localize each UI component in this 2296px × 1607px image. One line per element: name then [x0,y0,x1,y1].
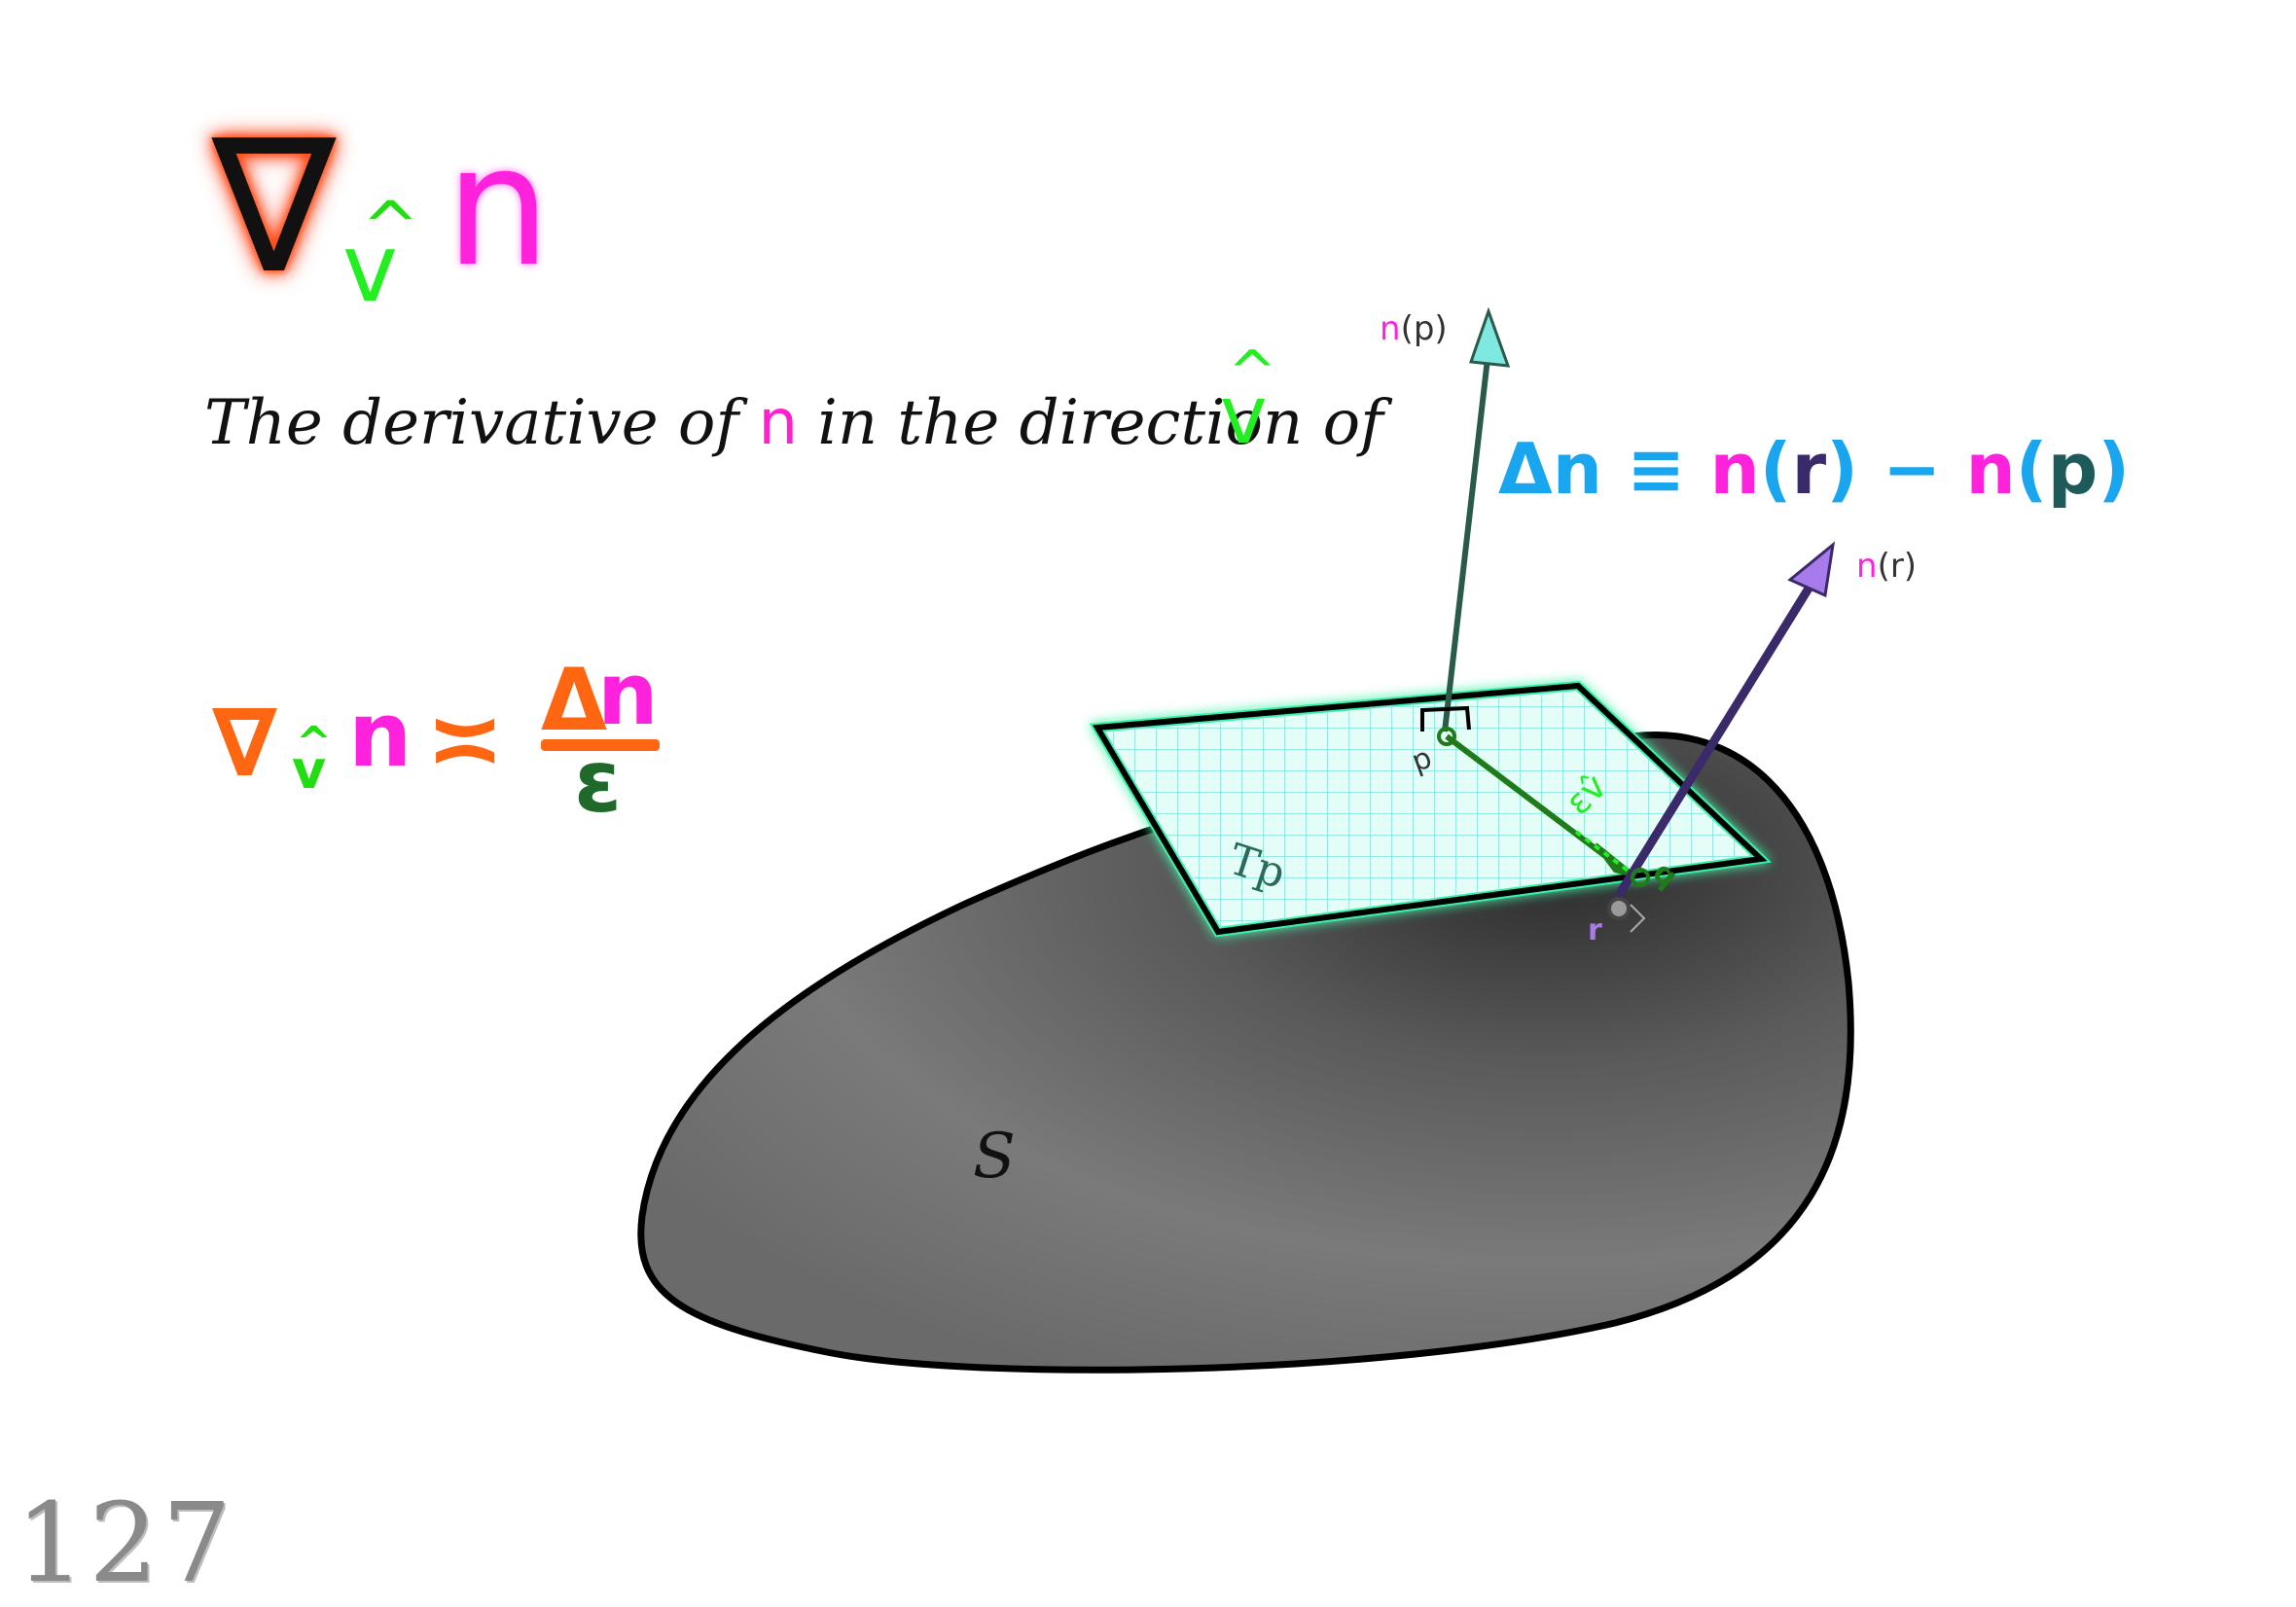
normal-r-shaft [1615,581,1815,898]
def-n3: n [1965,428,2016,510]
normal-r-arrowhead [1787,541,1836,598]
right-angle-mark-r [1630,904,1646,933]
normal-r-label-arg: (r) [1877,547,1918,586]
def-n1: n [1552,428,1602,510]
normal-p-label-arg: (p) [1400,309,1448,348]
approx-numerator-n: n [597,644,659,744]
description-prefix: The derivative of [204,387,759,459]
def-open1: ( [1759,428,1792,510]
title-nabla-symbol: ∇ [212,99,337,314]
def-equiv: ≡ [1602,428,1710,510]
description-n: n [758,387,799,459]
approx-n: n [348,683,413,787]
normal-r-label-n: n [1856,547,1878,586]
point-r-label: r [1588,913,1602,947]
description-vhat: v [1220,370,1268,462]
def-p: p [2047,428,2099,510]
approx-sub-hat: ^ [296,718,332,768]
point-q-marker [1631,868,1650,887]
def-close2: ) [2098,428,2131,510]
normal-p-arrowhead [1468,306,1511,368]
description-middle: in the direction of [798,387,1383,459]
approx-fraction-bar [541,739,660,751]
approx-sub-v: v [292,739,327,801]
def-r: r [1791,428,1827,510]
description-sentence: The derivative of n in the direction of [204,387,1383,459]
surface-label: S [973,1121,1016,1193]
approx-nabla: ∇ [212,689,277,798]
tangent-plane-grid [1092,682,1768,936]
page-number: 127 [16,1481,235,1607]
def-close1: ) [1826,428,1859,510]
normal-r-label: n(r) [1856,547,1917,586]
normal-p-label: n(p) [1380,309,1448,348]
title-n: n [446,111,551,304]
def-open2: ( [2015,428,2048,510]
right-angle-mark-p [1420,705,1471,732]
description-vhat-hat: ^ [1228,339,1277,407]
approx-relation: ≍ [426,687,505,796]
def-delta: Δ [1498,428,1553,510]
approx-denominator: ε [574,732,622,832]
title-subscript-hat: ^ [362,187,419,267]
surface-s [637,732,1854,1374]
point-r-marker [1607,897,1631,920]
title-subscript-v: v [342,214,398,323]
def-minus: − [1858,428,1966,510]
def-n2: n [1709,428,1760,510]
delta-n-definition: Δn ≡ n(r) − n(p) [1498,428,2130,510]
approx-numerator-delta: Δ [541,650,608,750]
normal-p-shaft [1442,349,1491,732]
step-vector-dash [1574,830,1636,877]
point-p-marker [1437,727,1456,746]
normal-p-label-n: n [1380,309,1401,348]
